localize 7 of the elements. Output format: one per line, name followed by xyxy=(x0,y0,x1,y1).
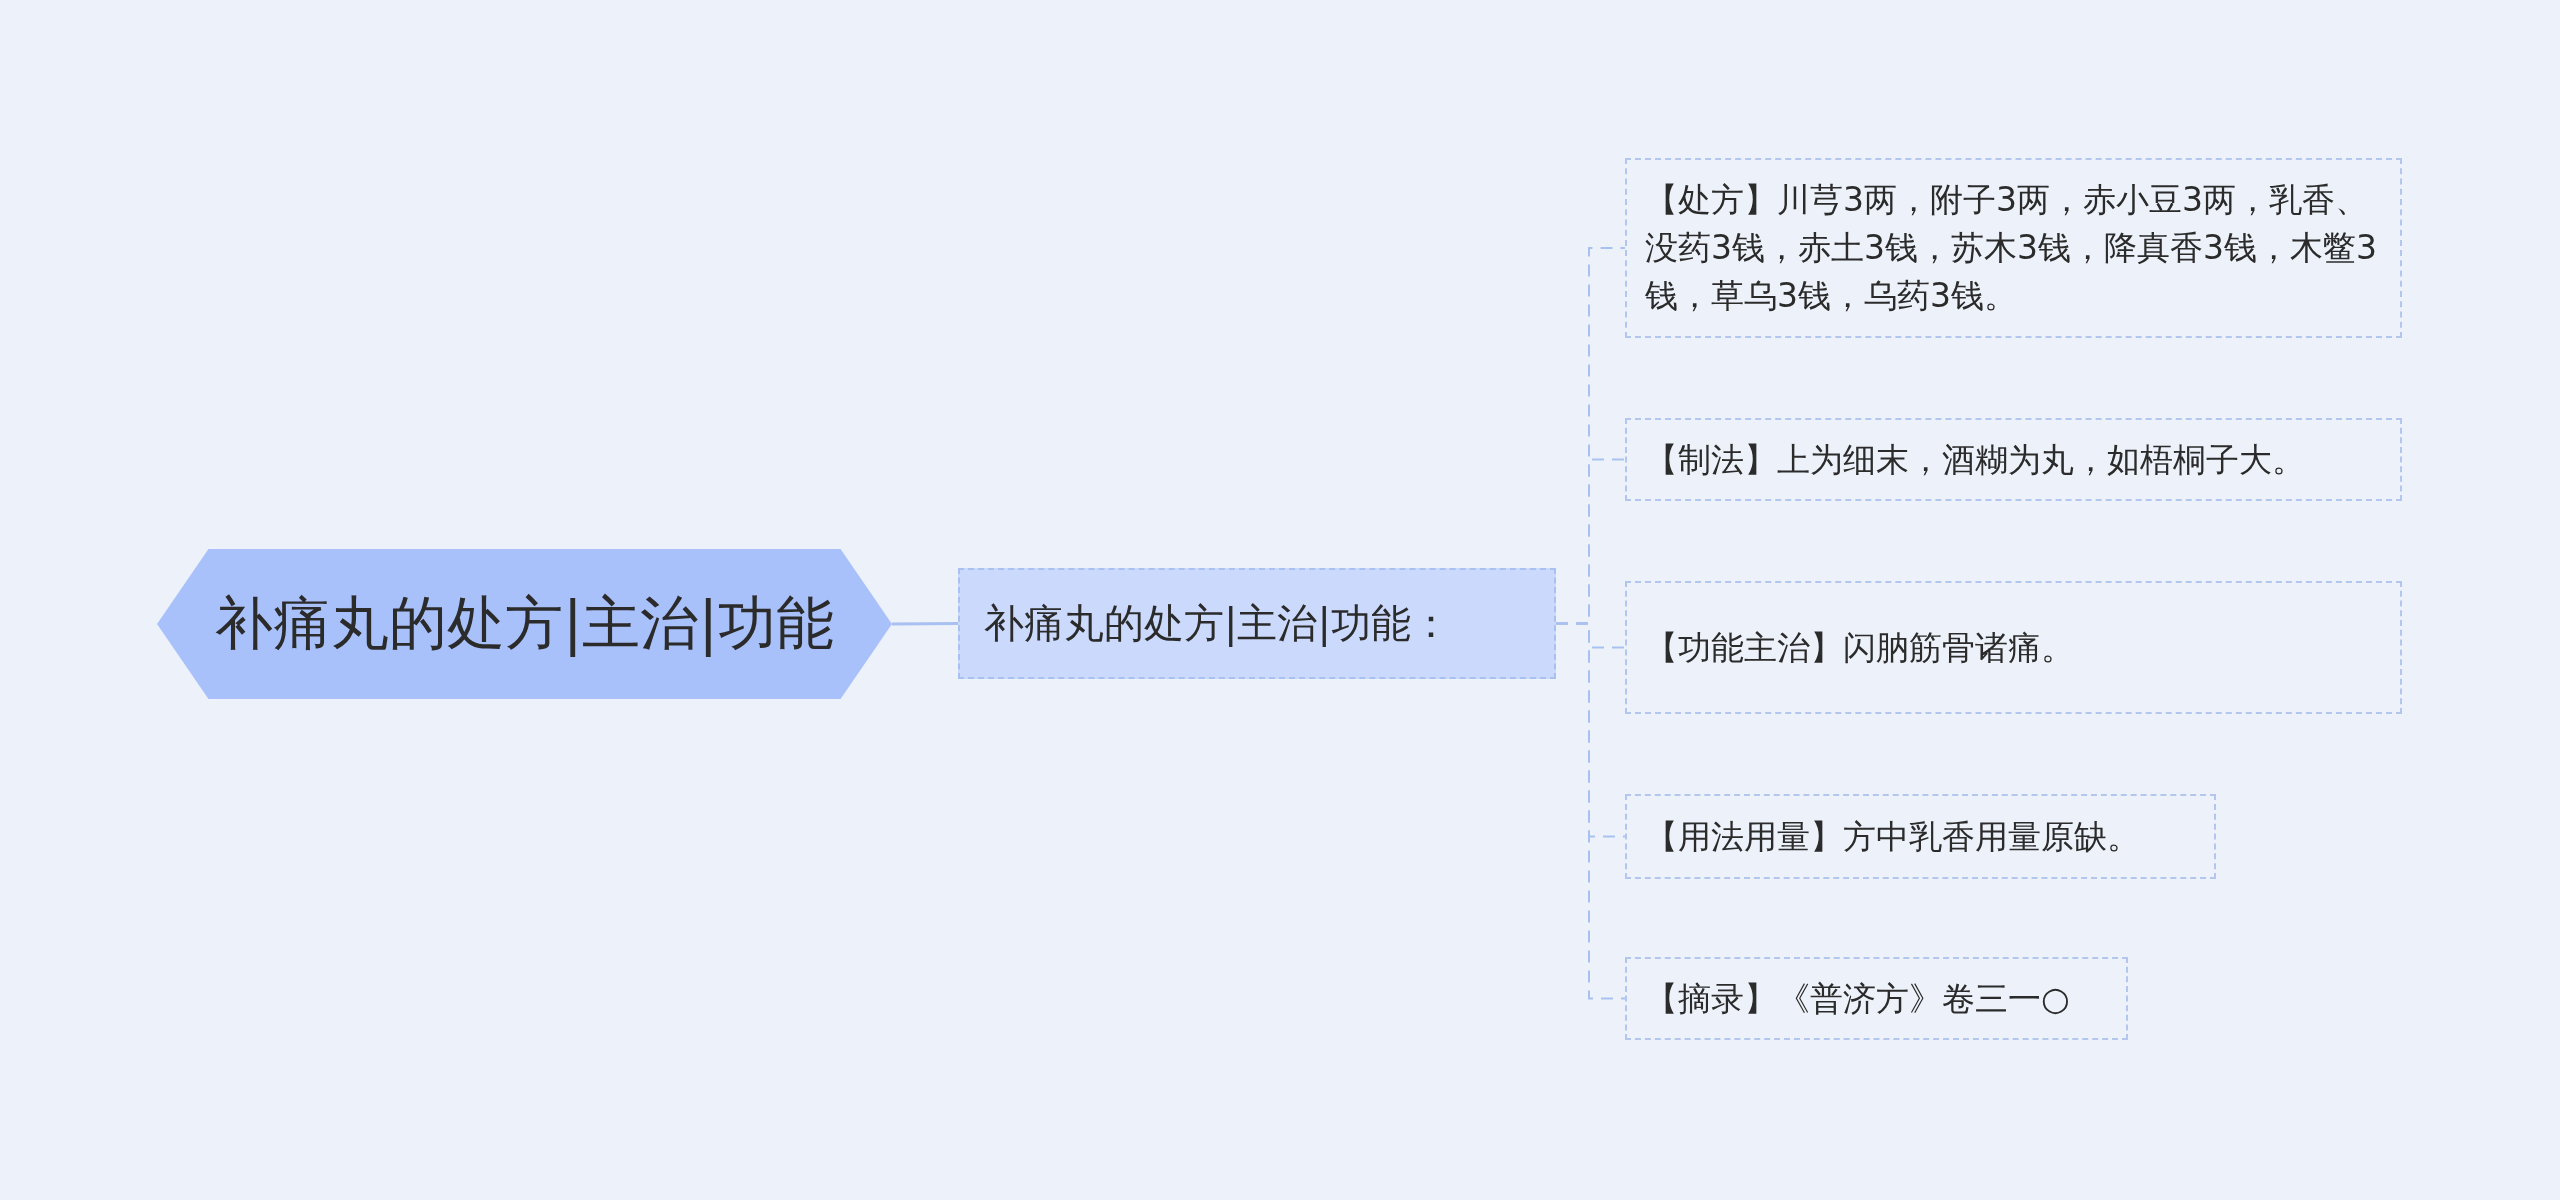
connector-line xyxy=(892,622,958,626)
text-box: 【制法】上为细末，酒糊为丸，如梧桐子大。 xyxy=(1625,418,2402,501)
text-box: 【摘录】《普济方》卷三一○ xyxy=(1625,957,2128,1040)
text-box: 【功能主治】闪肭筋骨诸痛。 xyxy=(1625,581,2402,714)
text-box: 【用法用量】方中乳香用量原缺。 xyxy=(1625,794,2216,879)
text-box: 【处方】川芎3两，附子3两，赤小豆3两，乳香、没药3钱，赤土3钱，苏木3钱，降真香3钱，木鳖3钱，草乌3钱，乌药3钱。 xyxy=(1625,158,2402,338)
subtopic-box: 补痛丸的处方|主治|功能： xyxy=(958,568,1556,679)
